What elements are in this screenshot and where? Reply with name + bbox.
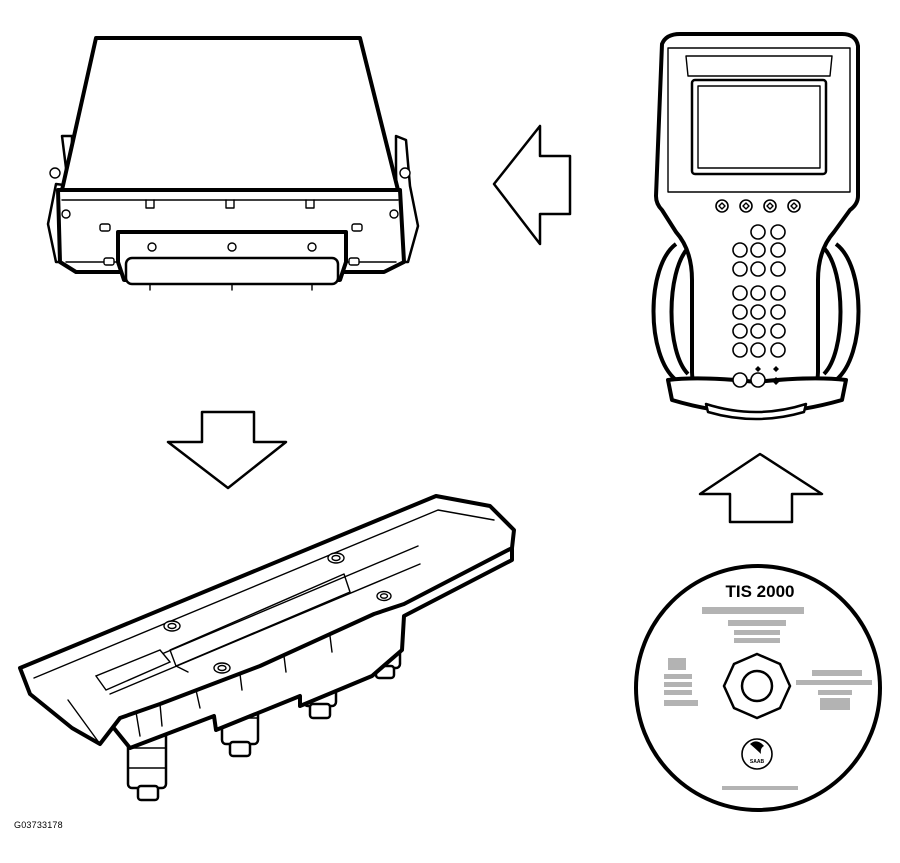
arrow-left-icon [492, 124, 572, 246]
diagnostic-tester-icon [651, 32, 861, 421]
saab-logo-icon: SAAB [741, 738, 773, 770]
ignition-cassette-icon [18, 494, 516, 802]
arrow-up-icon [698, 452, 824, 524]
figure-code: G03733178 [14, 820, 63, 830]
arrow-down-icon [166, 410, 288, 490]
control-module-icon [46, 36, 420, 291]
cd-logo-text: SAAB [750, 759, 765, 765]
cd-title: TIS 2000 [726, 582, 795, 601]
tis-cd-icon: SAAB TIS 2000 [634, 564, 882, 812]
